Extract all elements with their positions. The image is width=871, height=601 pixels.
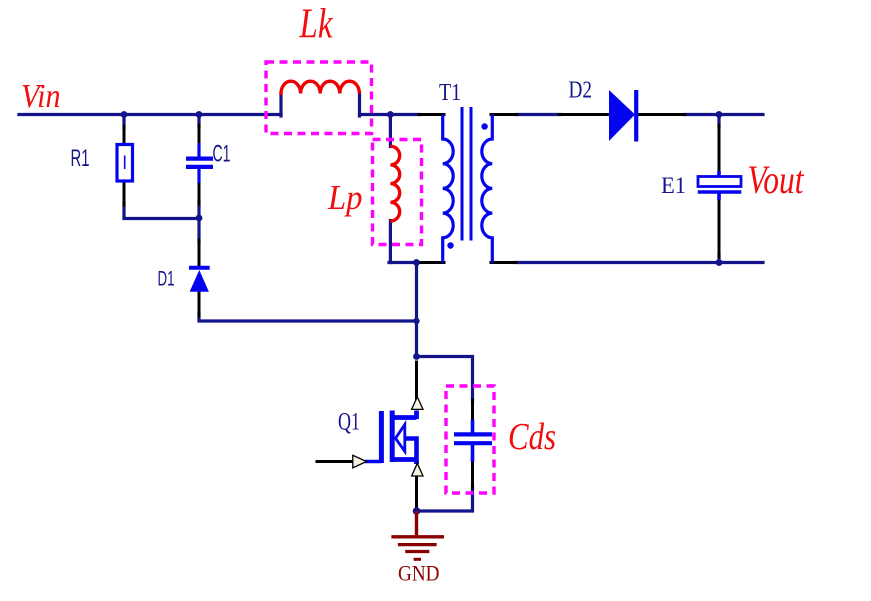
svg-text:Q1: Q1 xyxy=(338,409,360,436)
svg-text:R1: R1 xyxy=(71,145,90,172)
svg-text:Lk: Lk xyxy=(299,2,334,48)
svg-text:C1: C1 xyxy=(213,141,231,168)
svg-text:Vin: Vin xyxy=(21,78,61,115)
svg-text:T1: T1 xyxy=(439,80,461,106)
svg-text:D1: D1 xyxy=(158,267,175,291)
svg-text:Lp: Lp xyxy=(327,178,362,217)
svg-text:Vout: Vout xyxy=(748,157,805,202)
svg-text:D2: D2 xyxy=(569,78,593,104)
svg-text:E1: E1 xyxy=(661,173,686,199)
svg-text:GND: GND xyxy=(398,561,440,586)
svg-text:Cds: Cds xyxy=(508,416,556,458)
